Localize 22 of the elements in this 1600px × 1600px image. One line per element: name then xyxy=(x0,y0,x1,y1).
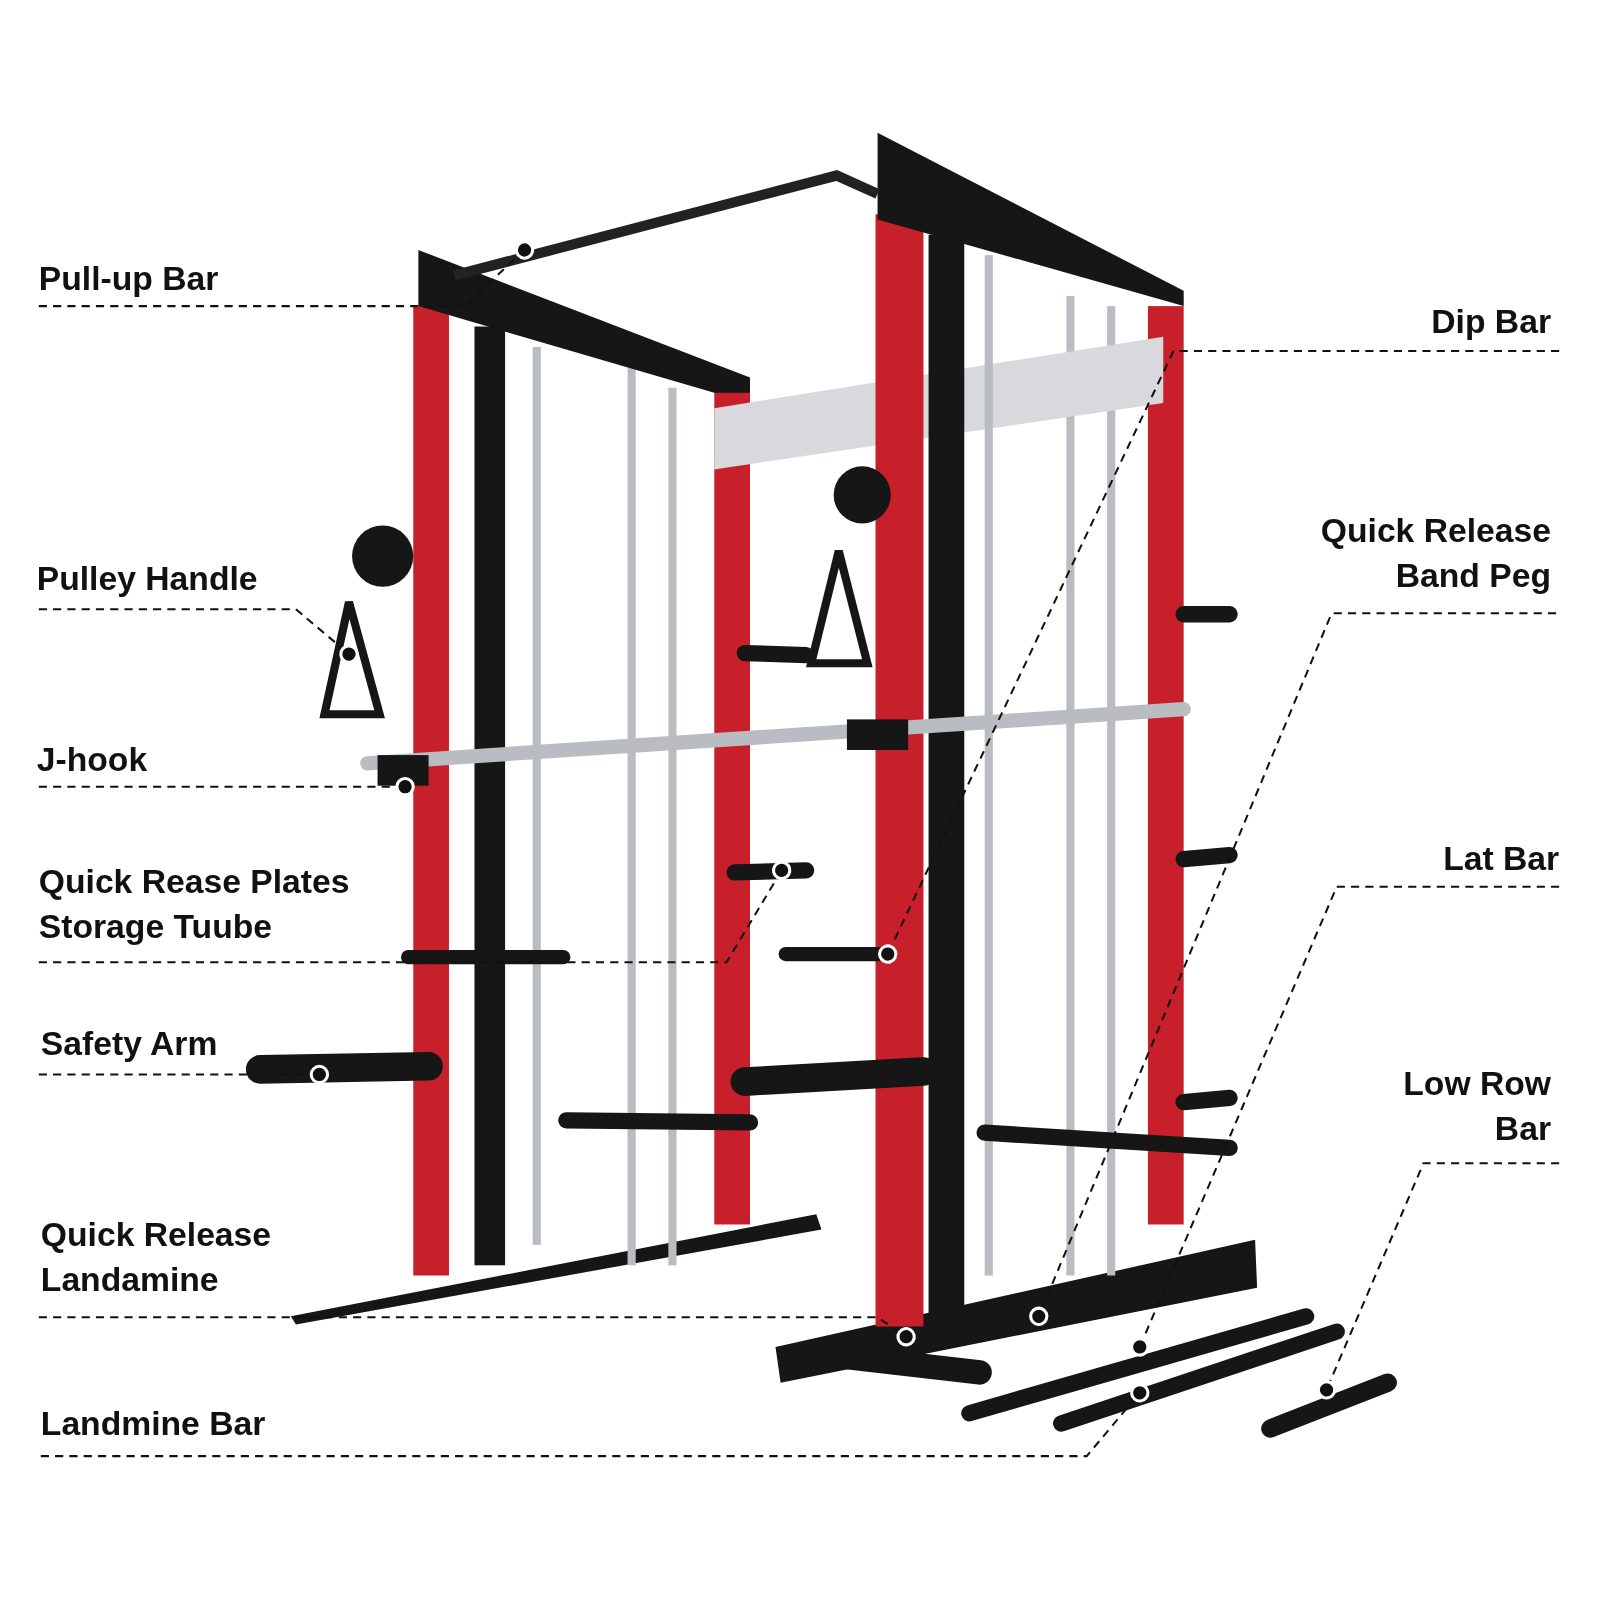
leader-line xyxy=(1130,885,1560,1357)
leader-line xyxy=(1029,612,1557,1326)
part-label: Low Row Bar xyxy=(1346,1061,1551,1151)
leader-line xyxy=(878,350,1560,964)
part-label: Safety Arm xyxy=(40,1021,218,1067)
part-label: Quick Release Band Peg xyxy=(1244,508,1551,598)
part-label: Dip Bar xyxy=(1431,299,1551,344)
leader-line xyxy=(40,1383,1150,1458)
leader-line xyxy=(1316,1162,1560,1400)
part-label: Pull-up Bar xyxy=(38,256,219,301)
leader-line xyxy=(38,860,792,964)
part-label: Quick Release Landamine xyxy=(40,1212,327,1303)
part-label: Pulley Handle xyxy=(36,556,258,601)
part-label: Landmine Bar xyxy=(40,1401,266,1446)
leader-line xyxy=(38,608,359,664)
leader-line xyxy=(38,1064,330,1085)
leader-line xyxy=(38,240,535,308)
part-label: Lat Bar xyxy=(1443,836,1560,882)
leader-line xyxy=(38,1316,916,1347)
leader-line xyxy=(38,777,415,797)
part-label: J-hook xyxy=(36,737,148,783)
part-label: Quick Rease Plates Storage Tuube xyxy=(38,859,427,949)
